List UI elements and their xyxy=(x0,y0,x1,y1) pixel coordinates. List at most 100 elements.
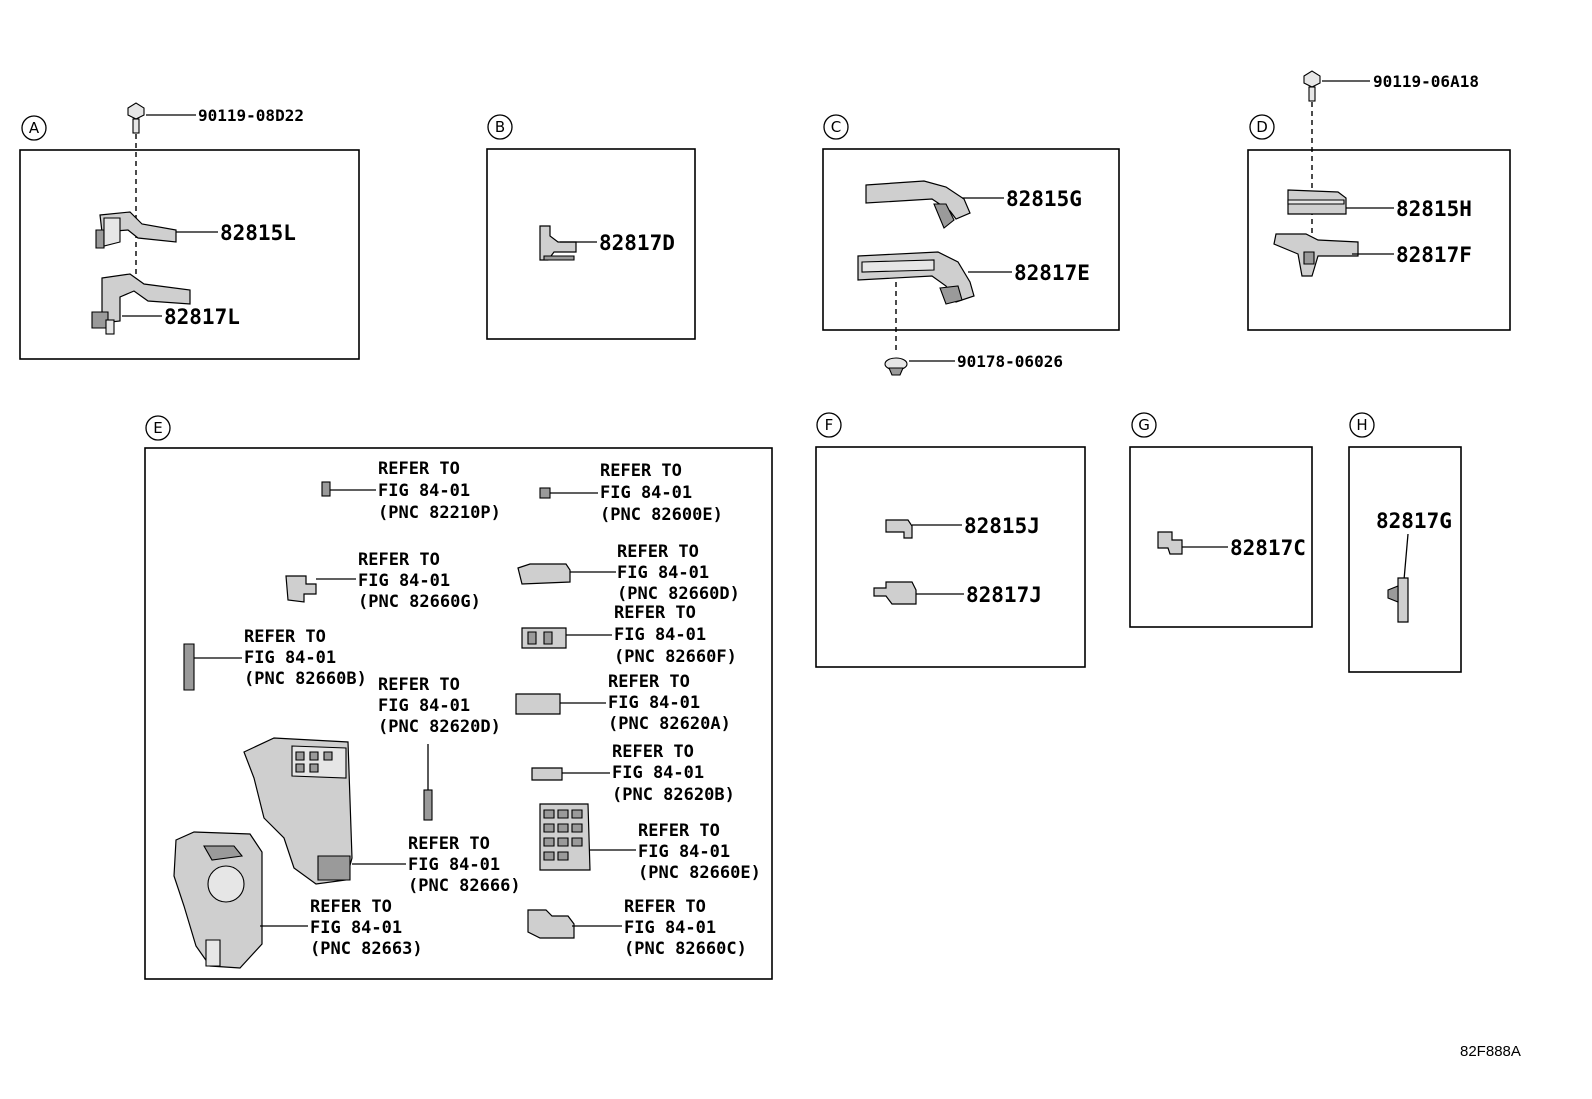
ref-line3: (PNC 82660D) xyxy=(617,584,740,604)
clip-icon xyxy=(884,357,908,376)
ref-line2: FIG 84-01 xyxy=(617,563,709,583)
section-e-frame xyxy=(144,447,773,980)
part-number-82817E: 82817E xyxy=(1014,261,1090,285)
ref-line1: REFER TO xyxy=(617,542,699,562)
ref-line3: (PNC 82620B) xyxy=(612,785,735,805)
ref-line3: (PNC 82600E) xyxy=(600,505,723,525)
protector-82817j-icon xyxy=(873,581,917,605)
section-b-frame xyxy=(486,148,696,340)
part-number-82815L: 82815L xyxy=(220,221,296,245)
sensor-icon xyxy=(423,789,433,821)
ref-line2: FIG 84-01 xyxy=(608,693,700,713)
ref-line2: FIG 84-01 xyxy=(624,918,716,938)
ref-line1: REFER TO xyxy=(614,603,696,623)
callout-letter-d: D xyxy=(1256,118,1268,136)
junction-block-icon xyxy=(539,803,591,871)
connector-icon xyxy=(527,909,575,939)
fuse-icon xyxy=(539,487,551,499)
cover-82817l-icon xyxy=(91,273,191,335)
section-h-frame xyxy=(1348,446,1462,673)
ref-line3: (PNC 82660C) xyxy=(624,939,747,959)
connector-icon xyxy=(183,643,195,691)
ref-line3: (PNC 82620A) xyxy=(608,714,731,734)
bracket-82815l-icon xyxy=(95,211,177,249)
section-d: D 90119-06A18 82815H 82817F xyxy=(1247,70,1511,331)
callout-letter-c: C xyxy=(831,118,841,136)
callout-circle-h xyxy=(1349,412,1375,438)
ref-line1: REFER TO xyxy=(378,459,460,479)
callout-letter-e: E xyxy=(153,419,162,437)
ref-block-82666: REFER TO FIG 84-01 (PNC 82666) xyxy=(243,737,521,896)
ref-line1: REFER TO xyxy=(244,627,326,647)
part-number-82815J: 82815J xyxy=(964,514,1040,538)
ref-line2: FIG 84-01 xyxy=(612,763,704,783)
callout-circle-c xyxy=(823,114,849,140)
part-number-82815H: 82815H xyxy=(1396,197,1472,221)
connector-icon xyxy=(515,693,561,715)
callout-circle-f xyxy=(816,412,842,438)
ref-line1: REFER TO xyxy=(624,897,706,917)
ref-line2: FIG 84-01 xyxy=(378,481,470,501)
part-number-82817C: 82817C xyxy=(1230,536,1306,560)
part-number-90178-06026: 90178-06026 xyxy=(957,352,1063,371)
part-number-82817F: 82817F xyxy=(1396,243,1472,267)
part-number-90119-08D22: 90119-08D22 xyxy=(198,106,304,125)
callout-letter-h: H xyxy=(1356,416,1367,434)
block-cover-icon xyxy=(173,831,263,969)
bolt-icon xyxy=(127,102,145,134)
protector-82815g-icon xyxy=(865,180,971,229)
clamp-82817d-icon xyxy=(539,225,577,261)
section-c: C 82815G 82817E 90178-06026 xyxy=(822,114,1120,376)
callout-letter-f: F xyxy=(825,416,834,434)
section-f-frame xyxy=(815,446,1086,668)
relay-icon xyxy=(321,481,331,497)
ref-line1: REFER TO xyxy=(600,461,682,481)
callout-circle-e xyxy=(145,415,171,441)
ref-block-82660d: REFER TO FIG 84-01 (PNC 82660D) xyxy=(517,542,740,604)
section-h: H 82817G xyxy=(1348,412,1462,673)
ref-line3: (PNC 82210P) xyxy=(378,503,501,523)
ref-line1: REFER TO xyxy=(358,550,440,570)
ref-line1: REFER TO xyxy=(378,675,460,695)
ref-block-82620b: REFER TO FIG 84-01 (PNC 82620B) xyxy=(531,742,735,805)
ref-line3: (PNC 82660F) xyxy=(614,647,737,667)
ref-line1: REFER TO xyxy=(408,834,490,854)
protector-82815h-icon xyxy=(1287,189,1347,215)
section-a: A 90119-08D22 82815L 82817L xyxy=(19,102,360,360)
ref-line3: (PNC 82660B) xyxy=(244,669,367,689)
ref-block-82660e: REFER TO FIG 84-01 (PNC 82660E) xyxy=(539,803,761,883)
ref-line2: FIG 84-01 xyxy=(358,571,450,591)
ref-block-82660c: REFER TO FIG 84-01 (PNC 82660C) xyxy=(527,897,747,959)
diagram-code: 82F888A xyxy=(1460,1043,1521,1060)
ref-line2: FIG 84-01 xyxy=(614,625,706,645)
ref-line3: (PNC 82660G) xyxy=(358,592,481,612)
connector-icon xyxy=(285,575,317,603)
protector-82815j-icon xyxy=(885,519,913,539)
ref-block-82660f: REFER TO FIG 84-01 (PNC 82660F) xyxy=(521,603,737,667)
callout-circle-b xyxy=(487,114,513,140)
callout-letter-b: B xyxy=(495,118,505,136)
ref-block-82620d: REFER TO FIG 84-01 (PNC 82620D) xyxy=(378,675,501,821)
ref-line3: (PNC 82660E) xyxy=(638,863,761,883)
section-g-frame xyxy=(1129,446,1313,628)
bolt-icon xyxy=(1303,70,1321,102)
connector-icon xyxy=(531,767,563,781)
ref-line1: REFER TO xyxy=(608,672,690,692)
ref-line3: (PNC 82663) xyxy=(310,939,423,959)
section-d-frame xyxy=(1247,149,1511,331)
protector-82817g-icon xyxy=(1387,577,1409,623)
ref-line2: FIG 84-01 xyxy=(638,842,730,862)
callout-circle-a xyxy=(21,115,47,141)
ref-block-82663: REFER TO FIG 84-01 (PNC 82663) xyxy=(173,831,423,969)
part-number-82817G: 82817G xyxy=(1376,509,1452,533)
section-a-frame xyxy=(19,149,360,360)
connector-icon xyxy=(517,563,571,585)
section-e: E REFER TO FIG 84-01 (PNC 82210P) REFER … xyxy=(144,415,773,980)
protector-82817e-icon xyxy=(857,251,975,305)
ref-line2: FIG 84-01 xyxy=(408,855,500,875)
section-f: F 82815J 82817J xyxy=(815,412,1086,668)
part-number-82817L: 82817L xyxy=(164,305,240,329)
section-c-frame xyxy=(822,148,1120,331)
ref-block-82660b: REFER TO FIG 84-01 (PNC 82660B) xyxy=(183,627,367,691)
